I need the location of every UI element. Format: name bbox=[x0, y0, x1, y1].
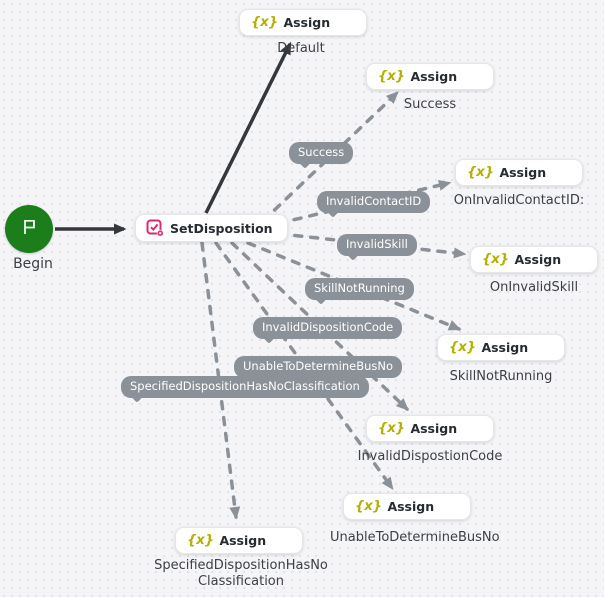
assign-node-skillnotrunning[interactable]: {x} Assign bbox=[437, 334, 565, 361]
node-title: Assign bbox=[481, 340, 529, 355]
node-title: Assign bbox=[283, 15, 331, 30]
node-caption-default: Default bbox=[277, 41, 325, 56]
node-caption-unabletodeterminebusno: UnableToDetermineBusNo bbox=[330, 530, 500, 545]
node-caption-specifieddisposition: SpecifiedDispositionHasNoClassification bbox=[154, 558, 328, 590]
connector-label-invalidskill[interactable]: InvalidSkill bbox=[337, 234, 417, 256]
assign-node-oninvalidskill[interactable]: {x} Assign bbox=[470, 246, 598, 273]
connector-specifieddisposition[interactable] bbox=[200, 241, 241, 520]
node-title: SetDisposition bbox=[170, 220, 273, 236]
variable-braces-icon: {x} bbox=[355, 497, 382, 514]
node-caption-success: Success bbox=[403, 97, 457, 112]
variable-braces-icon: {x} bbox=[449, 338, 476, 355]
variable-braces-icon: {x} bbox=[378, 67, 405, 84]
setdisposition-node[interactable]: SetDisposition bbox=[135, 214, 288, 242]
connector-label-invalidcontactid[interactable]: InvalidContactID bbox=[317, 191, 431, 213]
variable-braces-icon: {x} bbox=[482, 250, 509, 267]
node-caption-invaliddispostioncode: InvalidDispostionCode bbox=[357, 449, 503, 464]
variable-braces-icon: {x} bbox=[251, 13, 278, 30]
assign-node-specifieddisposition[interactable]: {x} Assign bbox=[175, 527, 303, 554]
connector-label-specifieddisposition[interactable]: SpecifiedDispositionHasNoClassification bbox=[121, 376, 369, 398]
connector-label-unabletodeterminebusno[interactable]: UnableToDetermineBusNo bbox=[234, 356, 403, 378]
node-caption-oninvalidskill: OnInvalidSkill bbox=[489, 280, 579, 295]
assign-node-oninvalidcontactid[interactable]: {x} Assign bbox=[455, 159, 583, 186]
assign-node-invaliddispostioncode[interactable]: {x} Assign bbox=[366, 415, 494, 442]
node-title: Assign bbox=[387, 499, 435, 514]
node-title: Assign bbox=[410, 421, 458, 436]
assign-node-default[interactable]: {x} Assign bbox=[239, 9, 367, 36]
variable-braces-icon: {x} bbox=[187, 531, 214, 548]
node-caption-skillnotrunning: SkillNotRunning bbox=[449, 369, 553, 384]
connector-success[interactable] bbox=[261, 91, 399, 223]
variable-braces-icon: {x} bbox=[378, 419, 405, 436]
node-title: Assign bbox=[410, 69, 458, 84]
flag-icon bbox=[18, 216, 40, 242]
variable-braces-icon: {x} bbox=[467, 163, 494, 180]
node-title: Assign bbox=[219, 533, 267, 548]
connector-default[interactable] bbox=[204, 41, 292, 214]
connector-label-success[interactable]: Success bbox=[289, 142, 354, 164]
task-check-icon bbox=[146, 219, 164, 237]
assign-node-unabletodeterminebusno[interactable]: {x} Assign bbox=[343, 493, 471, 520]
node-caption-oninvalidcontactid: OnInvalidContactID: bbox=[453, 193, 585, 208]
node-title: Assign bbox=[499, 165, 547, 180]
begin-label: Begin bbox=[13, 256, 53, 272]
connector-label-invaliddispositioncode[interactable]: InvalidDispositionCode bbox=[253, 317, 403, 339]
node-title: Assign bbox=[514, 252, 562, 267]
connector-label-skillnotrunning[interactable]: SkillNotRunning bbox=[305, 278, 414, 300]
begin-node[interactable] bbox=[5, 205, 53, 253]
assign-node-success[interactable]: {x} Assign bbox=[366, 63, 494, 90]
